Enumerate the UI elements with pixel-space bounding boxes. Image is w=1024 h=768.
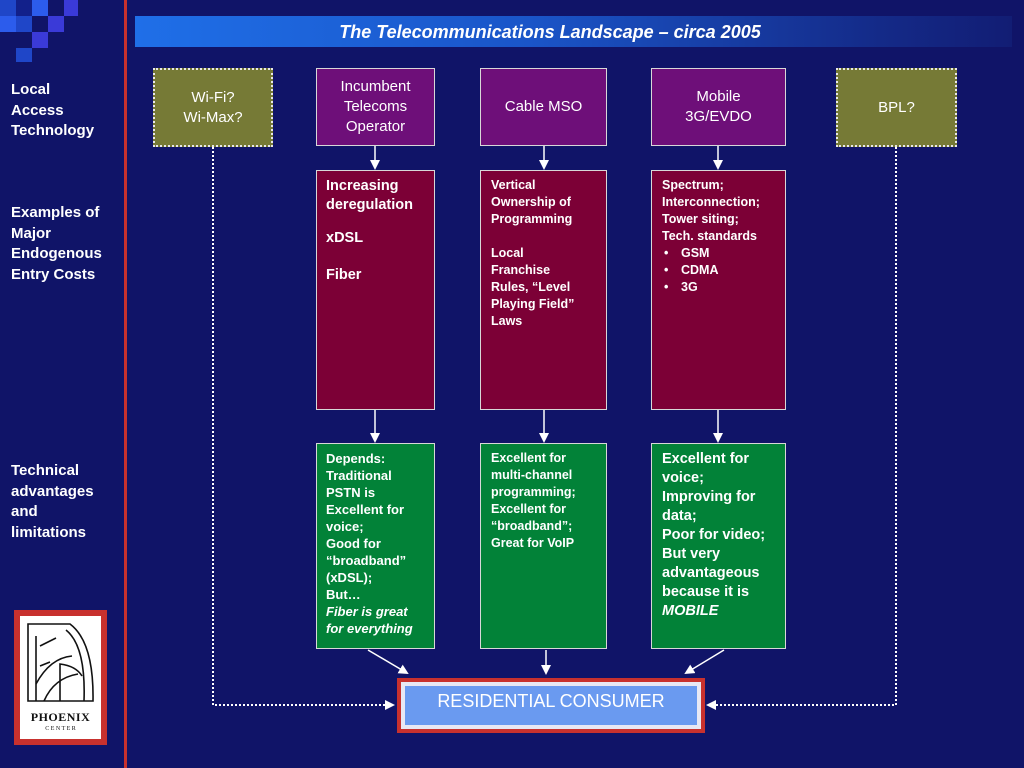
tech-line: Poor for video; xyxy=(662,527,766,543)
tech-line: data; xyxy=(662,508,697,524)
bullet-item: 3G xyxy=(664,279,775,296)
entry-cost-item: xDSL xyxy=(326,230,364,246)
corner-square xyxy=(48,16,64,32)
tech-line: Excellent for xyxy=(491,451,567,465)
row-label-entry-costs: Examples of Major Endogenous Entry Costs xyxy=(11,204,102,283)
corner-square xyxy=(16,16,32,32)
corner-square xyxy=(16,48,32,62)
tech-line: But… xyxy=(326,587,361,602)
tech-line: PSTN is xyxy=(326,485,376,500)
row-label-local-access: Local Access Technology xyxy=(11,81,95,139)
tech-line: Good for xyxy=(326,536,381,551)
wifi-label-2: Wi-Max? xyxy=(183,108,243,126)
tech-line: programming; xyxy=(491,485,576,499)
tech-line: Excellent for xyxy=(662,451,750,467)
cable-label: Cable MSO xyxy=(504,98,583,115)
incumbent-label-2: Telecoms xyxy=(343,98,408,115)
mobile-label-1: Mobile xyxy=(696,88,741,105)
entry-cost-item: Increasing deregulation xyxy=(326,178,414,213)
phoenix-logo: PHOENIX C E N T E R xyxy=(20,616,101,739)
title-banner xyxy=(135,16,1012,47)
arrow-mobile-consumer xyxy=(684,649,725,675)
entry-cost-line: Ownership of xyxy=(491,195,571,209)
entry-cost-line: Programming xyxy=(491,212,573,226)
tech-line: Excellent for xyxy=(491,502,567,516)
tech-line: But very xyxy=(662,546,721,562)
cable-tech: Excellent for multi-channel programming;… xyxy=(480,443,607,649)
entry-cost-line: Spectrum; xyxy=(662,178,724,192)
page-title: The Telecommunications Landscape – circa… xyxy=(339,22,761,42)
corner-square xyxy=(0,0,16,16)
tech-line: “broadband” xyxy=(326,553,407,568)
corner-square xyxy=(0,16,16,32)
tech-line: “broadband”; xyxy=(491,519,573,533)
mobile-label-2: 3G/EVDO xyxy=(685,108,752,125)
logo-sub: C E N T E R xyxy=(45,726,76,732)
bullet-item: GSM xyxy=(664,245,775,262)
entry-cost-line: Laws xyxy=(491,314,523,328)
corner-square xyxy=(32,32,48,48)
entry-cost-line: Playing Field” xyxy=(491,297,575,311)
entry-cost-item: Fiber xyxy=(326,267,362,283)
tech-line: Depends: xyxy=(326,451,386,466)
tech-line: because it is xyxy=(662,584,750,600)
entry-cost-line: Interconnection; xyxy=(662,195,760,209)
mobile-tech: Excellent for voice; Improving for data;… xyxy=(651,443,786,649)
cable-entry-costs: Vertical Ownership of Programming Local … xyxy=(480,170,607,410)
bullet-item: CDMA xyxy=(664,262,775,279)
entry-cost-line: Rules, “Level xyxy=(491,280,571,294)
red-divider xyxy=(124,0,127,768)
row-label-technical: Technical advantages and limitations xyxy=(11,462,94,541)
dotted-path-bpl xyxy=(706,147,897,710)
entry-cost-line: Tower siting; xyxy=(662,212,739,226)
bpl-box: BPL? xyxy=(836,68,957,147)
incumbent-tech: Depends: Traditional PSTN is Excellent f… xyxy=(316,443,435,649)
tech-line-italic: for everything xyxy=(326,621,413,636)
entry-cost-line: Franchise xyxy=(491,263,551,277)
entry-cost-line: Tech. standards xyxy=(662,229,757,243)
entry-cost-line: Local xyxy=(491,246,524,260)
tech-line: voice; xyxy=(326,519,364,534)
corner-square xyxy=(16,0,32,16)
cable-box: Cable MSO xyxy=(480,68,607,146)
tech-line: multi-channel xyxy=(491,468,573,482)
tech-line: Great for VoIP xyxy=(491,536,575,550)
tech-line-italic: MOBILE xyxy=(662,603,719,619)
logo-name: PHOENIX xyxy=(30,710,91,724)
incumbent-entry-costs: Increasing deregulation xDSL Fiber xyxy=(316,170,435,410)
mobile-box: Mobile 3G/EVDO xyxy=(651,68,786,146)
incumbent-box: Incumbent Telecoms Operator xyxy=(316,68,435,146)
incumbent-label-3: Operator xyxy=(345,118,406,135)
tech-line: advantageous xyxy=(662,565,760,581)
wifi-box: Wi-Fi? Wi-Max? xyxy=(153,68,273,147)
dotted-path-wifi xyxy=(212,147,395,710)
phoenix-emblem-icon xyxy=(27,623,94,702)
tech-line: Improving for xyxy=(662,489,756,505)
arrow-incumbent-consumer xyxy=(367,649,409,675)
corner-square xyxy=(64,0,78,16)
mobile-entry-costs: Spectrum; Interconnection; Tower siting;… xyxy=(651,170,786,410)
corner-square xyxy=(32,0,48,16)
entry-cost-line: Vertical xyxy=(491,178,536,192)
residential-consumer-box: RESIDENTIAL CONSUMER xyxy=(405,686,697,725)
tech-line-italic: Fiber is great xyxy=(326,604,408,619)
tech-line: (xDSL); xyxy=(326,570,373,585)
wifi-label-1: Wi-Fi? xyxy=(191,88,235,106)
bpl-label: BPL? xyxy=(878,98,915,116)
tech-line: voice; xyxy=(662,470,704,486)
tech-line: Excellent for xyxy=(326,502,405,517)
tech-line: Traditional xyxy=(326,468,392,483)
incumbent-label-1: Incumbent xyxy=(340,78,411,95)
